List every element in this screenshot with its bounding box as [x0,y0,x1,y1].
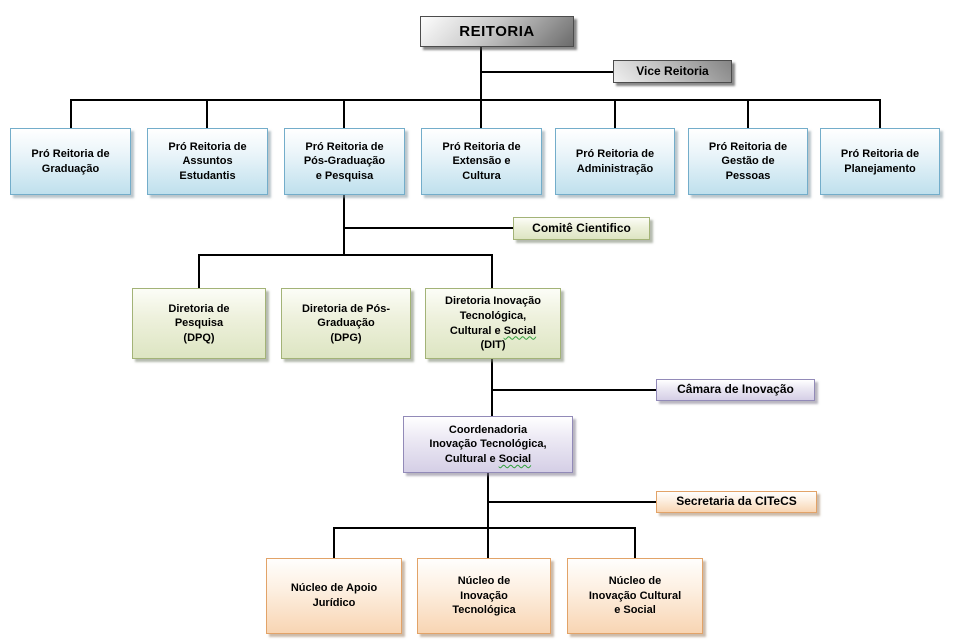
connector-line [70,99,881,101]
org-node-nucleo-inovacao-cultural-social: Núcleo de Inovação Cultural e Social [567,558,703,634]
org-node-label: Núcleo de Inovação Cultural e Social [588,575,682,617]
connector-line [333,527,636,529]
org-node-nucleo-inovacao-tecnologica: Núcleo de Inovação Tecnológica [417,558,551,634]
org-node-label: Pró Reitoria de Extensão e Cultura [442,140,521,182]
label-part-wavy-underlined: Social [503,324,537,337]
org-node-label: REITORIA [459,22,535,40]
connector-line [879,99,881,128]
org-node-label: Pró Reitoria de Gestão de Pessoas [708,140,788,182]
org-node-pro-reitoria-graduacao: Pró Reitoria de Graduação [10,128,131,195]
org-node-nucleo-apoio-juridico: Núcleo de Apoio Jurídico [266,558,402,634]
org-node-label: Pró Reitoria de Administração [575,147,655,175]
label-part: (DIT) [480,339,506,352]
connector-line [491,359,493,416]
label-part-wavy-underlined: Social [498,452,532,465]
org-node-pro-reitoria-extensao-cultura: Pró Reitoria de Extensão e Cultura [421,128,542,195]
connector-line [491,389,656,391]
connector-line [343,99,345,128]
org-node-label: Núcleo de Inovação Tecnológica [452,575,516,617]
org-node-label: Vice Reitoria [636,63,709,78]
connector-line [747,99,749,128]
org-node-diretoria-pesquisa-dpq: Diretoria de Pesquisa (DPQ) [132,288,266,359]
label-part: Coordenadoria Inovação Tecnológica, Cult… [429,423,547,465]
org-node-diretoria-pos-graduacao-dpg: Diretoria de Pós- Graduação (DPG) [281,288,411,359]
org-node-label: Pró Reitoria de Pós-Graduação e Pesquisa [303,140,386,182]
connector-line [198,254,200,288]
connector-line [198,254,493,256]
connector-line [343,227,513,229]
connector-line [634,527,636,558]
org-node-pro-reitoria-gestao-pessoas: Pró Reitoria de Gestão de Pessoas [688,128,808,195]
org-node-secretaria-citecs: Secretaria da CITeCS [656,491,817,513]
connector-line [487,501,656,503]
org-node-label: Coordenadoria Inovação Tecnológica, Cult… [429,423,546,467]
org-node-label: Pró Reitoria de Graduação [31,147,110,175]
connector-line [491,254,493,288]
label-part: Diretoria Inovação Tecnológica, Cultural… [445,295,541,337]
connector-line [480,71,613,73]
connector-line [343,195,345,256]
connector-line [480,47,482,128]
org-node-coordenadoria-citecs: Coordenadoria Inovação Tecnológica, Cult… [403,416,573,473]
org-node-pro-reitoria-assuntos-estudantis: Pró Reitoria de Assuntos Estudantis [147,128,268,195]
org-node-diretoria-inovacao-dit: Diretoria Inovação Tecnológica, Cultural… [425,288,561,359]
org-node-vice-reitoria: Vice Reitoria [613,60,732,83]
org-node-camara-inovacao: Câmara de Inovação [656,379,815,401]
org-node-label: Câmara de Inovação [677,382,794,397]
org-node-comite-cientifico: Comitê Cientifico [513,217,650,240]
org-node-reitoria: REITORIA [420,16,574,47]
org-node-label: Diretoria de Pós- Graduação (DPG) [301,302,391,344]
connector-line [614,99,616,128]
connector-line [333,527,335,558]
org-node-label: Diretoria de Pesquisa (DPQ) [168,302,230,344]
org-node-label: Comitê Cientifico [532,220,631,235]
org-node-label: Diretoria Inovação Tecnológica, Cultural… [445,294,541,352]
org-node-pro-reitoria-administracao: Pró Reitoria de Administração [555,128,675,195]
org-node-label: Pró Reitoria de Planejamento [840,147,920,175]
connector-line [206,99,208,128]
connector-line [70,99,72,128]
connector-line [487,527,489,558]
org-node-label: Pró Reitoria de Assuntos Estudantis [168,140,247,182]
org-node-label: Secretaria da CITeCS [676,494,797,509]
org-node-pro-reitoria-planejamento: Pró Reitoria de Planejamento [820,128,940,195]
org-node-pro-reitoria-pos-graduacao-pesquisa: Pró Reitoria de Pós-Graduação e Pesquisa [284,128,405,195]
org-node-label: Núcleo de Apoio Jurídico [290,582,378,609]
